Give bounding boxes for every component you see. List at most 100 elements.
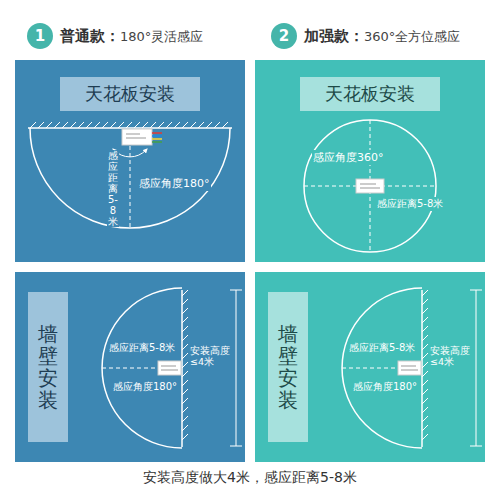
hatch-stroke [422,299,428,305]
hatch-stroke [102,122,108,128]
panel [255,272,485,462]
hatch-stroke [182,335,188,341]
hatch-stroke [422,335,428,341]
heading-text: 普通款： [60,27,120,46]
hatch-stroke [126,122,132,128]
hatch-stroke [166,122,172,128]
hatch-stroke [86,122,92,128]
hatch-stroke [110,122,116,128]
sensor-body [356,179,384,193]
wall-diagram [102,288,242,448]
hatch-stroke [198,122,204,128]
hatch-stroke [182,425,188,431]
sensing-circle [304,120,436,252]
wall-diagram [342,288,482,448]
distance-label: 感应距离5-8米 [348,341,416,355]
hatch-stroke [182,362,188,368]
hatch-stroke [134,122,140,128]
sensor-body [158,361,181,375]
hatch-stroke [422,317,428,323]
center-dash [102,368,158,369]
hatch-stroke [422,425,428,431]
hatch-stroke [158,122,164,128]
hatch-stroke [182,308,188,314]
angle-label: 感应角度360° [312,150,385,165]
node-text: 墙壁安装 [38,323,58,411]
hatch-stroke [182,344,188,350]
dimension-label: 安装高度≤4米 [430,345,472,368]
hatch-stroke [422,434,428,440]
panel [15,272,245,462]
hatch-stroke [182,122,188,128]
ceiling-360-diagram [304,120,436,252]
device-marking [126,134,140,135]
angle-label: 感应角度180° [112,380,178,394]
node-circle [271,23,297,49]
hatch-stroke [70,122,76,128]
sensing-arc [30,128,230,228]
node-text: 天花板安装 [85,82,175,106]
hatch-stroke [150,122,156,128]
heading-text: 180°灵活感应 [120,28,203,46]
node-text: 天花板安装 [325,82,415,106]
hatch-stroke [46,122,52,128]
sensing-arc [102,288,182,448]
panel [15,60,245,262]
panel [255,60,485,262]
center-dash [342,368,398,369]
sensor-body [398,361,421,375]
device-marking [126,138,146,139]
title-box: 墙壁安装 [28,292,68,442]
step-number: 1 [27,22,53,50]
hatch-stroke [142,122,148,128]
center-dash [130,146,131,228]
hatch-stroke [422,389,428,395]
sensing-arc [342,288,422,448]
wire [152,135,162,137]
hatch-stroke [422,371,428,377]
device-marking [161,370,178,371]
hatch-stroke [118,122,124,128]
hatch-stroke [182,299,188,305]
hatch-stroke [422,353,428,359]
hatch-stroke [214,122,220,128]
heading-text: 加强款： [304,27,364,46]
hatch-stroke [182,407,188,413]
ceiling-diagram [28,128,232,228]
device-marking [360,184,376,185]
sensor-body [122,129,152,145]
device-marking [401,366,416,367]
hatch-stroke [422,380,428,386]
angle-label: 感应角度180° [138,176,211,191]
title-box: 墙壁安装 [268,292,308,442]
hatch-stroke [206,122,212,128]
hatch-stroke [422,398,428,404]
hatch-stroke [422,416,428,422]
hatching [182,290,188,440]
distance-label: 感应距离5-8米 [108,341,176,355]
hatch-stroke [182,317,188,323]
dimension-tick [470,446,482,447]
caption: 安装高度做大4米，感应距离5-8米 [0,469,500,487]
hatch-stroke [422,407,428,413]
hatch-stroke [182,398,188,404]
hatch-stroke [422,326,428,332]
hatch-stroke [182,380,188,386]
device-marking [161,366,176,367]
hatch-stroke [422,344,428,350]
angle-label: 感应角度180° [352,380,418,394]
hatch-stroke [182,290,188,296]
hatch-stroke [182,416,188,422]
hatch-stroke [62,122,68,128]
device-marking [360,188,380,189]
node-text: 1 [35,27,45,45]
hatch-stroke [422,308,428,314]
hatch-stroke [222,122,228,128]
hatching [30,122,228,128]
step-number: 2 [271,22,297,50]
heading-text: 360°全方位感应 [364,28,460,46]
dimension-label: 安装高度≤4米 [190,345,232,368]
wire [152,132,162,134]
node-text: 2 [279,27,289,45]
